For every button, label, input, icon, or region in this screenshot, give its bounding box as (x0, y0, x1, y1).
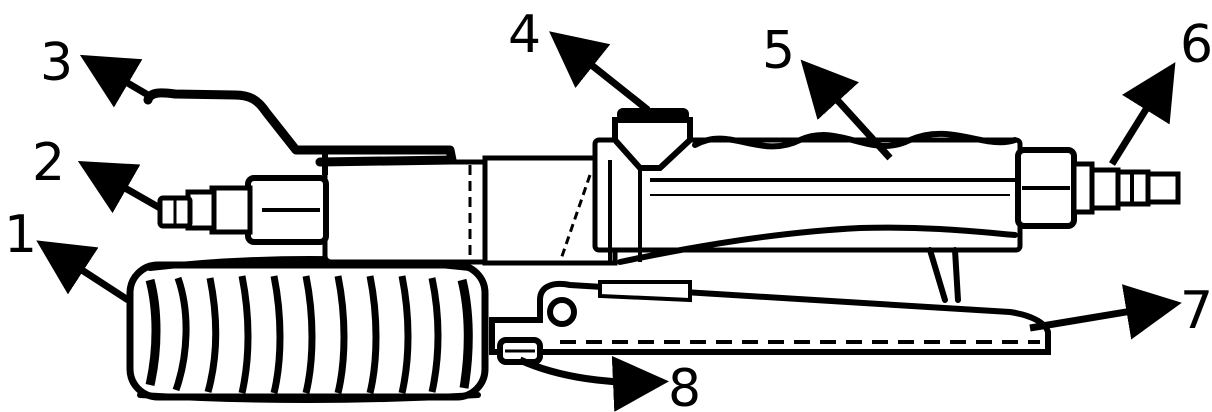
callout-label-3: 3 (40, 33, 73, 93)
rear-air-fitting (157, 175, 329, 245)
callout-label-1: 1 (4, 205, 37, 265)
callout-label-2: 2 (32, 133, 65, 193)
grip-ribs (145, 275, 473, 394)
adjustment-screw (497, 337, 543, 365)
ribbed-grip-part (126, 256, 489, 403)
callout-label-8: 8 (668, 359, 701, 412)
callout-label-7: 7 (1180, 281, 1212, 341)
callout-arrow-5 (800, 59, 893, 161)
callout-label-6: 6 (1180, 15, 1212, 75)
callout-arrow-7 (1029, 284, 1182, 340)
callout-arrow-3 (79, 54, 150, 108)
top-valve-cap (612, 108, 693, 171)
base-plate (489, 280, 1051, 355)
callout-labels: 1 2 3 4 5 6 7 8 (4, 5, 1212, 412)
callout-arrow-6 (1109, 62, 1176, 166)
callout-label-4: 4 (508, 5, 541, 65)
callout-arrow-1 (36, 240, 130, 303)
callout-arrow-2 (77, 161, 162, 214)
callout-label-5: 5 (762, 21, 795, 81)
main-housing (322, 130, 1023, 303)
callout-arrow-4 (549, 31, 651, 113)
throttle-lever (143, 88, 457, 175)
front-air-fitting (1015, 147, 1181, 229)
callout-arrows (36, 31, 1182, 412)
callout-arrow-8 (518, 355, 669, 412)
